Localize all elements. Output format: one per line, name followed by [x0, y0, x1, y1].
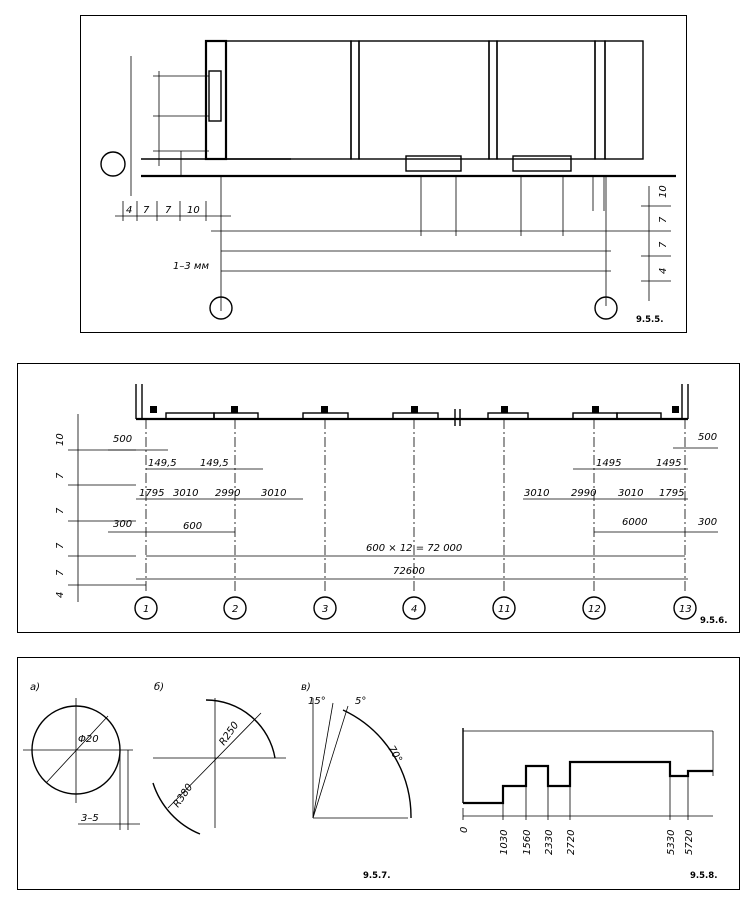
- dim-3010-a: 3010: [173, 488, 198, 499]
- right-500: 500: [698, 432, 717, 443]
- left-dim-7c: 7: [55, 542, 66, 549]
- dim-7a: 7: [143, 205, 150, 216]
- dim-7b: 7: [165, 205, 172, 216]
- dim-1795-left: 1795: [139, 488, 164, 499]
- axis-1: 1: [143, 604, 149, 615]
- left-300: 300: [113, 519, 132, 530]
- right-dim-4: 4: [658, 268, 669, 274]
- mark-1030: 1030: [499, 830, 510, 855]
- total-72600: 72600: [393, 566, 425, 577]
- label-b: б): [154, 681, 164, 693]
- dim-r250: R250: [217, 720, 241, 748]
- figure-9-5-7-panel: а) Φ20 3–5 б) R250 R380 в) 15° 5° 70° 9.…: [17, 657, 740, 890]
- angle-5: 5°: [355, 696, 366, 707]
- axis-2: 2: [232, 604, 238, 615]
- dim-3010-b: 3010: [261, 488, 286, 499]
- right-300: 300: [698, 517, 717, 528]
- figure-9-5-5-drawing: 4 7 7 10 1–3 мм 10 7 7 4 9.5.5.: [100, 39, 676, 325]
- dim-3010-d: 3010: [618, 488, 643, 499]
- figure-caption-2: 9.5.6.: [700, 616, 727, 626]
- dim-6000: 6000: [622, 517, 647, 528]
- dim-3010-c: 3010: [524, 488, 549, 499]
- dim-2990-b: 2990: [571, 488, 596, 499]
- left-500: 500: [113, 434, 132, 445]
- dim-149-5-left: 149,5: [148, 458, 177, 469]
- left-dim-7a: 7: [55, 472, 66, 479]
- dim-2990-a: 2990: [215, 488, 240, 499]
- mark-0: 0: [459, 827, 470, 833]
- dim-1495-left: 1495: [596, 458, 621, 469]
- mark-1560: 1560: [522, 830, 533, 855]
- figure-9-5-6-drawing: 10 7 7 7 7 4 500 500 149,5 149,5 1495 14…: [55, 384, 727, 626]
- dim-600: 600: [183, 521, 202, 532]
- mark-2720: 2720: [566, 830, 577, 855]
- label-a: а): [30, 682, 40, 693]
- angle-15: 15°: [308, 696, 326, 707]
- figure-caption-4: 9.5.8.: [690, 871, 717, 881]
- figure-caption: 9.5.5.: [636, 315, 663, 325]
- mark-5330: 5330: [666, 830, 677, 855]
- dim-r380: R380: [171, 782, 195, 810]
- right-dim-10: 10: [658, 185, 669, 198]
- left-dim-7b: 7: [55, 507, 66, 514]
- total-formula: 600 × 12 = 72 000: [366, 543, 462, 554]
- dim-4: 4: [126, 205, 132, 216]
- dim-3-5: 3–5: [81, 813, 99, 824]
- dim-1495-right: 1495: [656, 458, 681, 469]
- mark-2330: 2330: [544, 830, 555, 855]
- axis-3: 3: [322, 604, 328, 615]
- figure-9-5-5-panel: 4 7 7 10 1–3 мм 10 7 7 4 9.5.5.: [80, 15, 687, 333]
- gap-label: 1–3 мм: [173, 261, 209, 272]
- label-c: в): [301, 682, 311, 693]
- figure-9-5-7-drawing: а) Φ20 3–5 б) R250 R380 в) 15° 5° 70° 9.…: [23, 681, 717, 881]
- figure-caption-3: 9.5.7.: [363, 871, 390, 881]
- left-dim-7d: 7: [55, 569, 66, 576]
- axis-12: 12: [588, 604, 601, 615]
- dim-1795-right: 1795: [659, 488, 684, 499]
- left-dim-4: 4: [55, 592, 66, 598]
- mark-5720: 5720: [684, 830, 695, 855]
- dim-149-5-right: 149,5: [200, 458, 229, 469]
- angle-70: 70°: [385, 744, 403, 765]
- axis-11: 11: [498, 604, 511, 615]
- right-dim-7a: 7: [658, 216, 669, 223]
- axis-13: 13: [679, 604, 692, 615]
- dim-phi-20: Φ20: [78, 734, 99, 745]
- right-dim-7b: 7: [658, 241, 669, 248]
- left-dim-10: 10: [55, 433, 66, 446]
- figure-9-5-6-panel: 10 7 7 7 7 4 500 500 149,5 149,5 1495 14…: [17, 363, 740, 633]
- axis-4: 4: [411, 604, 417, 615]
- dim-10: 10: [187, 205, 200, 216]
